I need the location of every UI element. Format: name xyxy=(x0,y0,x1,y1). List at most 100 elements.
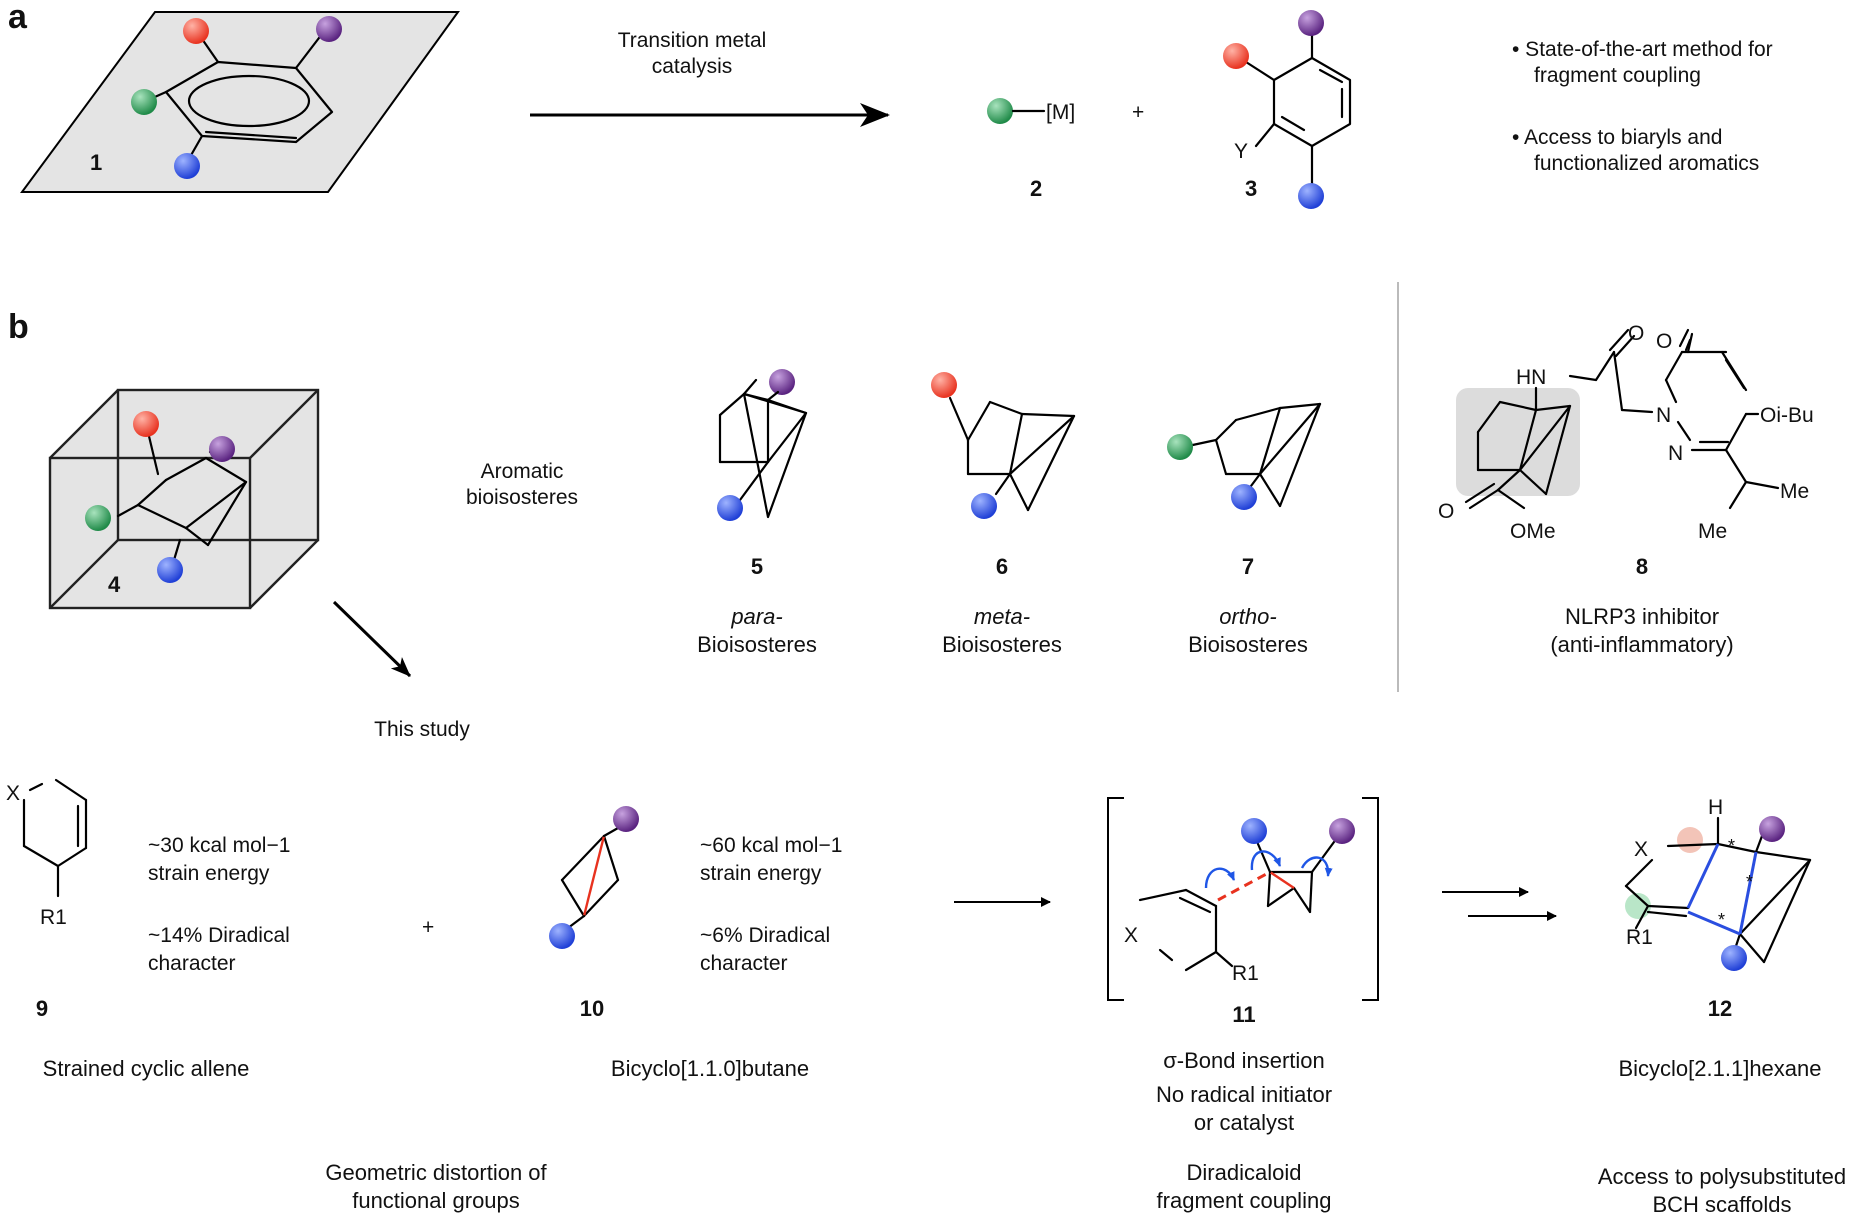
substituent-blue-ball xyxy=(717,495,743,521)
substituent-green-ball xyxy=(1167,434,1193,460)
atom-x-12: X xyxy=(1634,838,1648,861)
faded-red-ball xyxy=(1677,827,1703,853)
substituent-blue-ball xyxy=(1241,818,1267,844)
r1-label-9: R1 xyxy=(40,906,67,929)
nlrp3-inhibitor-8 xyxy=(1464,328,1780,510)
substituent-purple-ball xyxy=(1329,818,1355,844)
compound-11-bottom2: fragment coupling xyxy=(1157,1188,1332,1213)
panel-b-label: b xyxy=(8,308,29,346)
substituent-purple-ball xyxy=(613,806,639,832)
compound-12-bottom2: BCH scaffolds xyxy=(1653,1192,1792,1217)
compound-number-11: 11 xyxy=(1232,1002,1255,1027)
bioisostere-prefix-7: ortho- xyxy=(1219,604,1276,629)
leaving-group-label: Y xyxy=(1234,140,1248,163)
atom-o2: O xyxy=(1656,330,1672,353)
compound-8-caption-line2: (anti-inflammatory) xyxy=(1550,632,1733,657)
bullet-2-line2: functionalized aromatics xyxy=(1534,152,1759,175)
bch-7 xyxy=(1186,402,1322,508)
curly-arrow-3 xyxy=(1300,856,1333,877)
compound-11-caption1: σ-Bond insertion xyxy=(1163,1048,1325,1073)
substituent-red-ball xyxy=(931,372,957,398)
bioisostere-prefix-6: meta- xyxy=(974,604,1030,629)
new-bond-2 xyxy=(1687,910,1741,936)
compound-10-prop3: ~6% Diradical xyxy=(700,924,830,947)
compound-9-prop1: ~30 kcal mol−1 xyxy=(148,834,290,857)
substituent-red-ball xyxy=(1223,43,1249,69)
compound-number-12: 12 xyxy=(1708,996,1732,1021)
new-bond-3 xyxy=(1738,851,1758,935)
curly-arrow-1 xyxy=(1204,867,1236,889)
central-bond xyxy=(582,835,606,917)
atom-me2: Me xyxy=(1698,520,1727,543)
bullet-2-line1: • Access to biaryls and xyxy=(1512,126,1722,149)
compound-number-1: 1 xyxy=(90,150,102,175)
arrow-label-line2: catalysis xyxy=(652,55,733,78)
substituent-blue-ball xyxy=(1298,183,1324,209)
substituent-blue-ball xyxy=(1721,945,1747,971)
stereocenter-star-3: * xyxy=(1718,910,1725,930)
breaking-bond xyxy=(1269,871,1295,889)
cube-4 xyxy=(48,388,320,610)
forming-bond xyxy=(1217,870,1271,902)
atom-oibu: Oi-Bu xyxy=(1760,404,1814,427)
compound-9-prop4: character xyxy=(148,952,236,975)
substituent-purple-ball xyxy=(769,369,795,395)
substituent-green-ball xyxy=(85,505,111,531)
substituent-purple-ball xyxy=(316,16,342,42)
substituent-blue-ball xyxy=(157,557,183,583)
arrow-label-line1: Transition metal xyxy=(618,29,767,52)
cyclic-allene-9 xyxy=(22,778,88,898)
benzene-1 xyxy=(146,32,334,159)
geometric-label-line1: Geometric distortion of xyxy=(325,1160,547,1185)
substituent-purple-ball xyxy=(209,436,235,462)
plus-sign-b: + xyxy=(422,916,434,939)
atom-ome: OMe xyxy=(1510,520,1556,543)
highlight-box xyxy=(1456,388,1580,496)
compound-number-9: 9 xyxy=(36,996,48,1021)
compound-8-caption-line1: NLRP3 inhibitor xyxy=(1565,604,1719,629)
bioisostere-suffix-7: Bioisosteres xyxy=(1188,632,1308,657)
compound-10-prop2: strain energy xyxy=(700,862,822,885)
compound-number-5: 5 xyxy=(751,554,763,579)
compound-number-3: 3 xyxy=(1245,176,1257,201)
atom-x-9: X xyxy=(6,782,20,805)
new-bond-1 xyxy=(1686,843,1720,909)
plus-sign-a: + xyxy=(1132,101,1144,124)
panel-a-label: a xyxy=(8,0,28,36)
bch-12 xyxy=(1624,816,1812,964)
this-study-arrow xyxy=(332,600,412,678)
compound-number-8: 8 xyxy=(1636,554,1648,579)
compound-11-bottom1: Diradicaloid xyxy=(1187,1160,1302,1185)
compound-9-prop3: ~14% Diradical xyxy=(148,924,290,947)
geometric-label-line2: functional groups xyxy=(352,1188,520,1213)
bracket-right xyxy=(1362,797,1379,1001)
compound-number-6: 6 xyxy=(996,554,1008,579)
bracket-left xyxy=(1107,797,1124,1001)
compound-12-bottom1: Access to polysubstituted xyxy=(1598,1164,1846,1189)
aromatic-label-line2: bioisosteres xyxy=(466,486,578,509)
r1-label-12: R1 xyxy=(1626,926,1653,949)
curly-arrow-2 xyxy=(1250,850,1282,871)
compound-12-caption: Bicyclo[2.1.1]hexane xyxy=(1618,1056,1821,1081)
atom-o1: O xyxy=(1628,322,1644,345)
compound-number-4: 4 xyxy=(108,572,121,597)
compound-11-caption3: or catalyst xyxy=(1194,1110,1294,1135)
stereocenter-star-2: * xyxy=(1746,872,1753,892)
substituent-red-ball xyxy=(133,411,159,437)
compound-10-caption: Bicyclo[1.1.0]butane xyxy=(611,1056,809,1081)
compound-number-10: 10 xyxy=(580,996,604,1021)
aryl-3 xyxy=(1244,28,1352,192)
atom-x-11: X xyxy=(1124,924,1138,947)
atom-h-12: H xyxy=(1708,796,1723,819)
compound-9-caption: Strained cyclic allene xyxy=(43,1056,250,1081)
substituent-green-ball xyxy=(131,89,157,115)
substituent-blue-ball xyxy=(549,923,575,949)
r1-label-11: R1 xyxy=(1232,962,1259,985)
bch-6 xyxy=(948,396,1076,512)
substituent-purple-ball xyxy=(1298,10,1324,36)
compound-number-2: 2 xyxy=(1030,176,1042,201)
bullet-1-line2: fragment coupling xyxy=(1534,64,1701,87)
atom-hn: HN xyxy=(1516,366,1546,389)
stereocenter-star-1: * xyxy=(1728,836,1735,856)
